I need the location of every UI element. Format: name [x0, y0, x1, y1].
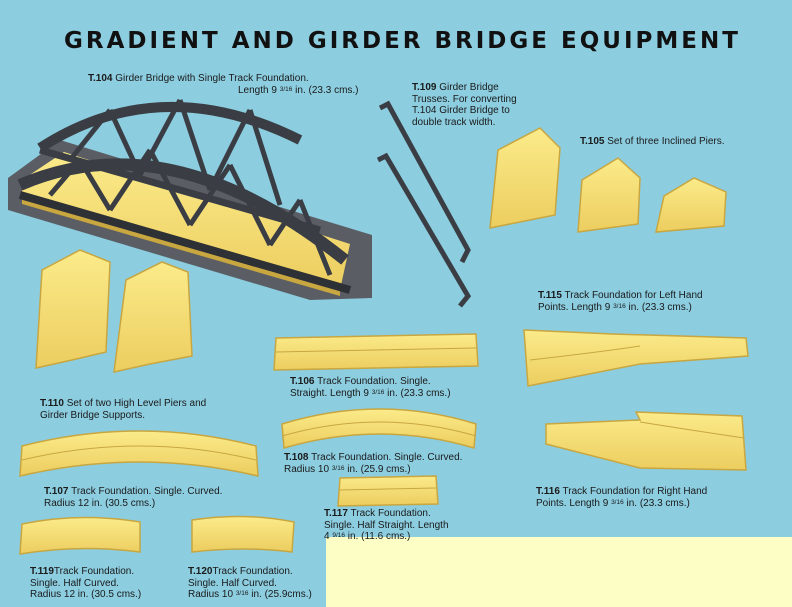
- page-title: GRADIENT AND GIRDER BRIDGE EQUIPMENT: [64, 28, 741, 54]
- page-corner: [326, 537, 792, 607]
- caption-t104: T.104 Girder Bridge with Single Track Fo…: [88, 73, 359, 96]
- caption-t108: T.108 Track Foundation. Single. Curved. …: [284, 452, 463, 475]
- half-curved-10-foundation-image: [191, 515, 295, 553]
- caption-t106: T.106 Track Foundation. Single. Straight…: [290, 376, 451, 399]
- inclined-piers-image: [489, 127, 727, 233]
- curved-track-foundation-image: [19, 430, 259, 477]
- caption-t109: T.109 Girder Bridge Trusses. For convert…: [412, 82, 517, 128]
- half-straight-foundation-image: [337, 475, 439, 507]
- caption-t107: T.107 Track Foundation. Single. Curved. …: [44, 486, 223, 509]
- caption-t120: T.120Track Foundation. Single. Half Curv…: [188, 566, 312, 600]
- high-level-piers-image: [35, 249, 193, 373]
- caption-t119: T.119Track Foundation. Single. Half Curv…: [30, 566, 142, 600]
- caption-t116: T.116 Track Foundation for Right Hand Po…: [536, 486, 708, 509]
- right-points-foundation-image: [545, 411, 747, 471]
- girder-bridge-image: [8, 98, 372, 300]
- girder-trusses-image: [376, 100, 472, 308]
- caption-t105: T.105 Set of three Inclined Piers.: [580, 136, 725, 147]
- curved-track-foundation-10-image: [281, 408, 477, 449]
- straight-track-foundation-image: [273, 333, 479, 371]
- left-points-foundation-image: [523, 329, 749, 387]
- caption-t110: T.110 Set of two High Level Piers and Gi…: [40, 398, 207, 421]
- caption-t115: T.115 Track Foundation for Left Hand Poi…: [538, 290, 703, 313]
- caption-t117: T.117 Track Foundation. Single. Half Str…: [324, 508, 449, 542]
- half-curved-foundation-image: [19, 516, 141, 555]
